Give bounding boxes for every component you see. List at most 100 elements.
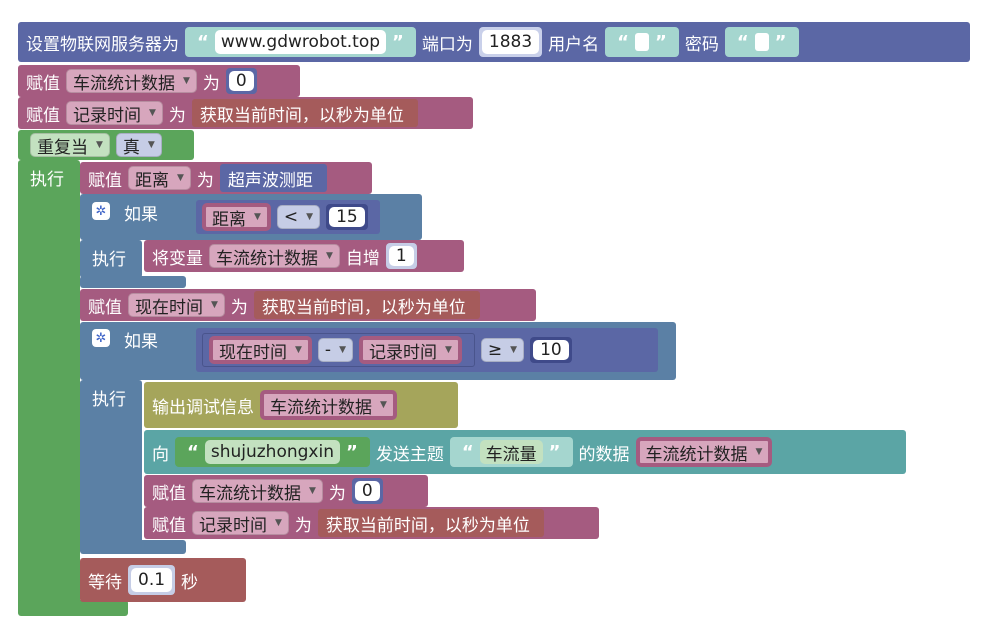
as-label: 为 xyxy=(328,483,346,504)
chevron-down-icon: ▼ xyxy=(510,345,518,355)
gear-icon[interactable]: ✲ xyxy=(92,329,110,347)
topic-value[interactable]: 车流量 xyxy=(479,440,543,465)
compare-block-1[interactable]: 距离▼ <▼ 15 xyxy=(196,200,380,234)
wait-label: 等待 xyxy=(88,572,122,593)
quote-close-icon: ” xyxy=(345,441,358,463)
assign-block-2[interactable]: 赋值 记录时间▼ 为 获取当前时间，以秒为单位 xyxy=(18,97,473,129)
chevron-down-icon: ▼ xyxy=(309,486,316,496)
mqtt-setup-block[interactable]: 设置物联网服务器为 “www.gdwrobot.top” 端口为 1883 用户… xyxy=(18,22,970,62)
num-slot[interactable]: 1 xyxy=(385,243,417,269)
quote-open-icon: “ xyxy=(187,441,199,463)
assign-label: 赋值 xyxy=(152,515,186,536)
get-time-block[interactable]: 获取当前时间，以秒为单位 xyxy=(253,291,480,319)
as-label: 为 xyxy=(294,515,312,536)
quote-close-icon: ” xyxy=(774,31,787,53)
if-block-1-footer xyxy=(80,276,186,288)
num-value[interactable]: 0.1 xyxy=(131,568,173,592)
publish-block[interactable]: 向 “shujuzhongxin” 发送主题 “车流量” 的数据 车流统计数据▼ xyxy=(144,430,906,474)
compare-block-2[interactable]: 现在时间▼ -▼ 记录时间 ▼ ≥▼ 10 xyxy=(196,328,658,372)
loop-body-left xyxy=(18,160,80,615)
password-value[interactable] xyxy=(754,33,769,51)
operator-dropdown[interactable]: -▼ xyxy=(317,338,353,362)
var-dropdown[interactable]: 车流统计数据▼ xyxy=(260,390,397,420)
var-name: 车流统计数据 xyxy=(645,444,748,465)
num-slot[interactable]: 15 xyxy=(326,204,368,230)
as-label: 为 xyxy=(168,105,186,126)
get-time-block[interactable]: 获取当前时间，以秒为单位 xyxy=(317,509,544,537)
loop-mode-dropdown[interactable]: 重复当▼ xyxy=(30,133,110,158)
increment-label: 将变量 xyxy=(152,248,203,269)
password-string[interactable]: “” xyxy=(724,27,799,57)
num-value[interactable]: 0 xyxy=(228,71,254,91)
var-name: 记录时间 xyxy=(73,105,141,126)
num-slot[interactable]: 10 xyxy=(530,337,572,363)
loop-row: 重复当▼ 真▼ xyxy=(22,130,176,160)
client-string[interactable]: “shujuzhongxin” xyxy=(175,437,370,467)
num-value[interactable]: 0 xyxy=(354,481,380,501)
print-block[interactable]: 输出调试信息 车流统计数据▼ xyxy=(144,382,458,428)
num-slot[interactable]: 0 xyxy=(225,68,257,94)
num-value[interactable]: 15 xyxy=(329,207,365,227)
port-value[interactable]: 1883 xyxy=(481,30,540,54)
increment-word: 自增 xyxy=(345,248,380,269)
var-dropdown[interactable]: 现在时间▼ xyxy=(128,293,225,318)
assign-block-1[interactable]: 赋值 车流统计数据▼ 为 0 xyxy=(18,65,300,97)
var-name: 车流统计数据 xyxy=(216,248,318,269)
ultrasonic-block[interactable]: 超声波测距 xyxy=(219,164,327,192)
loop-do-label: 执行 xyxy=(30,170,64,190)
var-dropdown[interactable]: 车流统计数据 ▼ xyxy=(66,69,197,94)
var-dropdown[interactable]: 车流统计数据▼ xyxy=(635,437,773,467)
chevron-down-icon: ▼ xyxy=(147,140,155,150)
if-do-label: 执行 xyxy=(92,390,126,410)
num-slot[interactable]: 0.1 xyxy=(128,565,176,595)
client-value[interactable]: shujuzhongxin xyxy=(204,440,340,464)
loop-label: 重复当 xyxy=(37,137,88,158)
wait-block[interactable]: 等待 0.1 秒 xyxy=(80,558,246,602)
chevron-down-icon: ▼ xyxy=(306,212,314,222)
var-dropdown[interactable]: 记录时间▼ xyxy=(66,101,163,126)
server-value[interactable]: www.gdwrobot.top xyxy=(214,30,387,54)
user-string[interactable]: “” xyxy=(605,27,679,57)
var-dropdown[interactable]: 记录时间▼ xyxy=(192,511,289,536)
increment-block[interactable]: 将变量 车流统计数据▼ 自增 1 xyxy=(144,240,464,272)
port-slot[interactable]: 1883 xyxy=(478,27,543,57)
quote-open-icon: “ xyxy=(197,31,209,53)
chevron-down-icon: ▼ xyxy=(183,76,190,86)
var-name: 车流统计数据 xyxy=(73,73,175,94)
var-dropdown[interactable]: 车流统计数据▼ xyxy=(192,479,323,504)
gear-icon[interactable]: ✲ xyxy=(92,202,110,220)
assign-block-4[interactable]: 赋值 现在时间▼ 为 获取当前时间，以秒为单位 xyxy=(80,289,536,321)
get-time-label: 获取当前时间，以秒为单位 xyxy=(261,297,466,318)
minus-block[interactable]: 现在时间▼ -▼ 记录时间 ▼ xyxy=(202,333,475,367)
assign-label: 赋值 xyxy=(88,170,122,191)
assign-block-5[interactable]: 赋值 车流统计数据▼ 为 0 xyxy=(144,475,428,507)
var-name: 记录时间 xyxy=(368,342,437,363)
quote-close-icon: ” xyxy=(548,441,561,463)
assign-block-6[interactable]: 赋值 记录时间▼ 为 获取当前时间，以秒为单位 xyxy=(144,507,599,539)
num-value[interactable]: 1 xyxy=(388,246,414,266)
var-dropdown[interactable]: 距离▼ xyxy=(202,203,271,231)
var-name: 距离 xyxy=(212,209,246,230)
get-time-block[interactable]: 获取当前时间，以秒为单位 xyxy=(191,99,418,127)
operator-dropdown[interactable]: ≥▼ xyxy=(480,338,525,362)
mqtt-label: 设置物联网服务器为 xyxy=(26,34,179,55)
quote-close-icon: ” xyxy=(654,31,667,53)
user-value[interactable] xyxy=(634,33,649,51)
operator-dropdown[interactable]: <▼ xyxy=(276,205,321,229)
if-block-1-side xyxy=(80,240,142,278)
topic-string[interactable]: “车流量” xyxy=(449,437,573,467)
var-dropdown[interactable]: 记录时间 ▼ xyxy=(358,336,462,364)
num-value[interactable]: 10 xyxy=(533,340,569,360)
chevron-down-icon: ▼ xyxy=(444,345,452,355)
get-time-label: 获取当前时间，以秒为单位 xyxy=(199,105,404,126)
var-dropdown[interactable]: 车流统计数据▼ xyxy=(209,244,340,269)
num-slot[interactable]: 0 xyxy=(351,478,383,504)
quote-close-icon: ” xyxy=(392,31,404,53)
password-label: 密码 xyxy=(684,34,719,55)
var-dropdown[interactable]: 现在时间▼ xyxy=(209,336,312,364)
assign-block-3[interactable]: 赋值 距离▼ 为 超声波测距 xyxy=(80,162,372,194)
server-string[interactable]: “www.gdwrobot.top” xyxy=(185,27,416,57)
user-label: 用户名 xyxy=(548,34,600,55)
var-dropdown[interactable]: 距离▼ xyxy=(128,166,191,191)
bool-dropdown[interactable]: 真▼ xyxy=(115,133,162,158)
